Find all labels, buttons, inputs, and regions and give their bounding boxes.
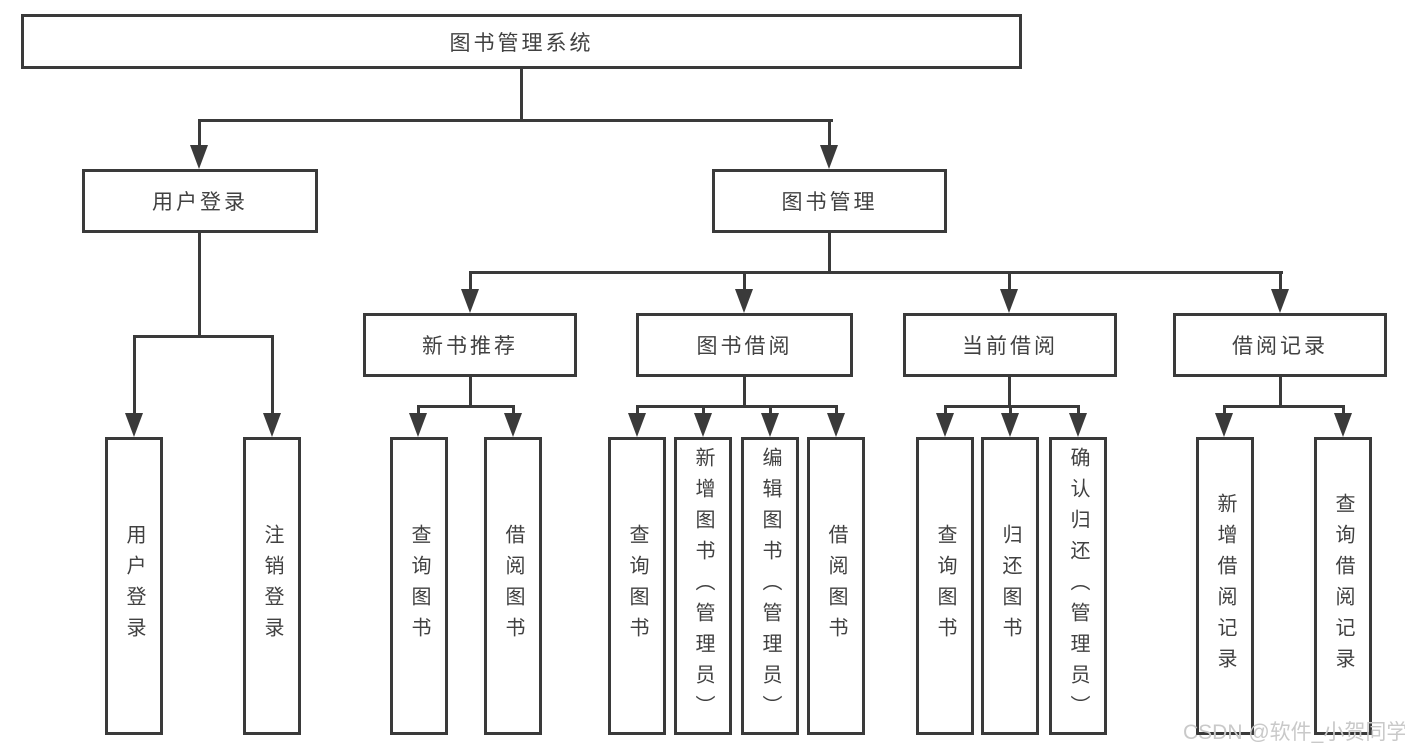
node-root-label: 图书管理系统: [449, 31, 594, 55]
leaf-add-book-admin: 新增图书（管理员）: [674, 437, 732, 735]
node-new-book-recommend: 新书推荐: [363, 313, 577, 377]
connector-line: [198, 233, 201, 337]
connector-line: [828, 119, 831, 148]
leaf-query-book-recommend: 查询图书: [390, 437, 448, 735]
node-book-management: 图书管理: [712, 169, 947, 233]
arrow-down-icon: [1000, 289, 1018, 313]
arrow-down-icon: [1069, 413, 1087, 437]
connector-line: [1279, 377, 1282, 408]
connector-line: [944, 405, 1080, 408]
connector-line: [271, 335, 274, 415]
connector-line: [1008, 377, 1011, 408]
arrow-down-icon: [827, 413, 845, 437]
connector-line: [835, 405, 838, 415]
node-book-management-label: 图书管理: [781, 191, 878, 214]
arrow-down-icon: [694, 413, 712, 437]
leaf-logout-login-label: 注销登录: [261, 524, 283, 648]
leaf-query-book-current-label: 查询图书: [934, 524, 956, 648]
leaf-logout-login: 注销登录: [243, 437, 301, 735]
connector-line: [743, 271, 746, 291]
arrow-down-icon: [761, 413, 779, 437]
node-borrow-records-label: 借阅记录: [1232, 335, 1328, 358]
connector-line: [133, 335, 274, 338]
leaf-query-borrow-record: 查询借阅记录: [1314, 437, 1372, 735]
leaf-return-book-label: 归还图书: [999, 524, 1021, 648]
connector-line: [944, 405, 947, 415]
leaf-query-book-current: 查询图书: [916, 437, 974, 735]
leaf-confirm-return-admin: 确认归还（管理员）: [1049, 437, 1107, 735]
connector-line: [1223, 405, 1345, 408]
arrow-down-icon: [461, 289, 479, 313]
arrow-down-icon: [1215, 413, 1233, 437]
connector-line: [417, 405, 515, 408]
arrow-down-icon: [125, 413, 143, 437]
node-user-login: 用户登录: [82, 169, 318, 233]
connector-line: [469, 377, 472, 408]
leaf-confirm-return-admin-label: 确认归还（管理员）: [1067, 446, 1089, 726]
leaf-query-book-borrow-label: 查询图书: [626, 524, 648, 648]
connector-line: [636, 405, 639, 415]
arrow-down-icon: [1334, 413, 1352, 437]
node-user-login-label: 用户登录: [152, 191, 248, 214]
arrow-down-icon: [735, 289, 753, 313]
arrow-down-icon: [263, 413, 281, 437]
connector-line: [469, 271, 472, 291]
connector-line: [828, 233, 831, 274]
arrow-down-icon: [1001, 413, 1019, 437]
node-current-borrow: 当前借阅: [903, 313, 1117, 377]
connector-line: [469, 271, 1283, 274]
arrow-down-icon: [504, 413, 522, 437]
connector-line: [1077, 405, 1080, 415]
leaf-add-book-admin-label: 新增图书（管理员）: [692, 446, 714, 726]
leaf-add-borrow-record-label: 新增借阅记录: [1214, 493, 1236, 679]
leaf-borrow-book-recommend-label: 借阅图书: [502, 524, 524, 648]
leaf-borrow-book-recommend: 借阅图书: [484, 437, 542, 735]
leaf-user-login: 用户登录: [105, 437, 163, 735]
leaf-add-borrow-record: 新增借阅记录: [1196, 437, 1254, 735]
arrow-down-icon: [820, 145, 838, 169]
node-book-borrow-label: 图书借阅: [696, 335, 793, 358]
leaf-query-book-borrow: 查询图书: [608, 437, 666, 735]
arrow-down-icon: [409, 413, 427, 437]
connector-line: [1008, 271, 1011, 291]
connector-line: [636, 405, 837, 408]
connector-line: [1009, 405, 1012, 415]
connector-line: [417, 405, 420, 415]
arrow-down-icon: [936, 413, 954, 437]
connector-line: [769, 405, 772, 415]
leaf-edit-book-admin: 编辑图书（管理员）: [741, 437, 799, 735]
arrow-down-icon: [190, 145, 208, 169]
leaf-query-borrow-record-label: 查询借阅记录: [1332, 493, 1354, 679]
node-current-borrow-label: 当前借阅: [962, 335, 1058, 358]
connector-line: [520, 69, 523, 122]
arrow-down-icon: [628, 413, 646, 437]
connector-line: [512, 405, 515, 415]
node-book-borrow: 图书借阅: [636, 313, 853, 377]
connector-line: [133, 335, 136, 415]
leaf-user-login-label: 用户登录: [123, 524, 145, 648]
leaf-borrow-book-label: 借阅图书: [825, 524, 847, 648]
connector-line: [702, 405, 705, 415]
leaf-edit-book-admin-label: 编辑图书（管理员）: [759, 446, 781, 726]
connector-line: [743, 377, 746, 408]
node-borrow-records: 借阅记录: [1173, 313, 1387, 377]
leaf-borrow-book: 借阅图书: [807, 437, 865, 735]
connector-line: [1223, 405, 1226, 415]
leaf-query-book-recommend-label: 查询图书: [408, 524, 430, 648]
leaf-return-book: 归还图书: [981, 437, 1039, 735]
connector-line: [198, 119, 201, 148]
connector-line: [1342, 405, 1345, 415]
node-new-book-recommend-label: 新书推荐: [422, 335, 518, 358]
watermark: CSDN @软件_小贺同学: [1183, 721, 1405, 744]
arrow-down-icon: [1271, 289, 1289, 313]
connector-line: [198, 119, 833, 122]
connector-line: [1279, 271, 1282, 291]
node-root: 图书管理系统: [21, 14, 1022, 69]
